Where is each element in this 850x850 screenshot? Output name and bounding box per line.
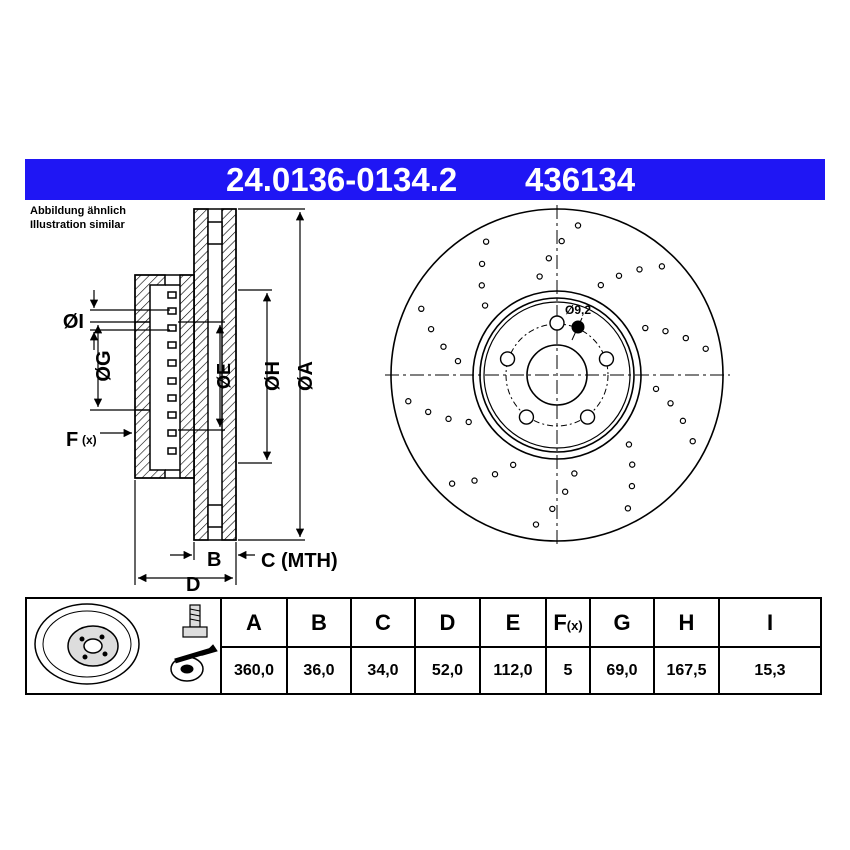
disc-cross-section	[134, 208, 237, 541]
drill-hole	[667, 400, 674, 407]
drill-hole	[448, 480, 456, 487]
drill-hole	[532, 521, 540, 528]
title-bar: 24.0136-0134.2 436134	[25, 159, 825, 200]
drill-hole	[636, 266, 643, 273]
dimension-lines	[89, 208, 305, 585]
drill-hole	[405, 398, 412, 405]
drill-hole	[625, 441, 633, 448]
drill-hole	[615, 272, 623, 279]
bolt-hole	[518, 409, 535, 425]
drill-hole	[481, 302, 489, 309]
drill-hole	[424, 408, 432, 416]
drill-hole	[679, 417, 687, 425]
label-dim-h: ØH	[262, 361, 284, 391]
label-dim-d: D	[186, 574, 200, 595]
drill-hole	[624, 505, 632, 512]
label-dim-f: F	[66, 429, 78, 451]
bolt-icon	[182, 604, 208, 638]
drill-hole	[465, 418, 472, 426]
label-dim-i: ØI	[63, 311, 84, 333]
part-number: 24.0136-0134.2	[226, 161, 458, 198]
value-f: 5	[545, 646, 591, 695]
drill-hole	[536, 273, 543, 280]
drill-hole	[597, 281, 605, 289]
label-dim-a: ØA	[295, 361, 317, 391]
drill-hole	[629, 461, 636, 468]
specification-table: A B C D E F(x) G H I 360,0 36,0 34,0 52,…	[25, 596, 822, 695]
drill-hole	[574, 222, 582, 229]
drill-hole	[658, 263, 666, 270]
drill-hole	[642, 324, 649, 332]
bolt-hole	[579, 409, 596, 425]
drill-hole	[478, 260, 486, 268]
drill-hole	[702, 345, 709, 352]
header-e: E	[479, 596, 547, 649]
technical-drawing: ØI ØG ØE ØH ØA F (x) B C (MTH) D Ø9,2	[63, 205, 730, 595]
value-i: 15,3	[718, 646, 822, 695]
drill-hole	[491, 471, 499, 478]
note-english: Illustration similar	[30, 219, 125, 231]
torque-wrench-icon	[170, 644, 218, 682]
value-h: 167,5	[653, 646, 720, 695]
drill-hole	[558, 237, 565, 245]
header-f: F(x)	[545, 596, 591, 649]
header-b: B	[286, 596, 352, 649]
drill-hole	[454, 357, 462, 365]
value-g: 69,0	[589, 646, 655, 695]
drill-hole	[571, 470, 578, 477]
value-c: 34,0	[350, 646, 416, 695]
pictograms	[34, 603, 218, 685]
drill-hole	[482, 238, 490, 245]
drill-hole	[427, 325, 435, 333]
label-hole-diameter: Ø9,2	[565, 303, 591, 317]
header-f-sub: (x)	[566, 617, 583, 633]
drill-hole	[662, 327, 669, 335]
drill-hole	[561, 488, 569, 495]
header-f-letter: F	[553, 609, 567, 635]
drill-hole	[545, 255, 553, 262]
header-g: G	[589, 596, 655, 649]
bolt-hole	[499, 351, 516, 367]
value-a: 360,0	[220, 646, 288, 695]
drill-hole	[418, 305, 425, 313]
drill-hole	[509, 461, 517, 469]
drill-hole	[471, 477, 478, 484]
value-e: 112,0	[479, 646, 547, 695]
value-d: 52,0	[414, 646, 481, 695]
dimension-labels: ØI ØG ØE ØH ØA F (x) B C (MTH) D	[63, 311, 338, 595]
note-german: Abbildung ähnlich	[30, 205, 126, 217]
table-pictogram-cell	[25, 597, 222, 695]
drill-hole	[652, 385, 660, 393]
label-dim-f-sub: (x)	[82, 433, 97, 447]
label-dim-e: ØE	[214, 363, 234, 389]
header-a: A	[220, 596, 288, 649]
drill-hole	[549, 505, 556, 513]
disc-front-view	[385, 205, 730, 548]
value-b: 36,0	[286, 646, 352, 695]
header-i: I	[718, 596, 822, 649]
label-dim-b: B	[207, 549, 221, 571]
label-dim-c: C (MTH)	[261, 550, 338, 572]
illustration-note: Abbildung ähnlich Illustration similar	[30, 204, 126, 232]
header-h: H	[653, 596, 720, 649]
reference-number: 436134	[525, 161, 636, 198]
label-dim-g: ØG	[93, 350, 115, 381]
drill-hole	[445, 415, 452, 423]
header-c: C	[350, 596, 416, 649]
drill-hole	[689, 437, 696, 445]
drill-hole	[628, 482, 636, 490]
drill-hole	[682, 334, 690, 342]
header-d: D	[414, 596, 481, 649]
bolt-hole	[598, 351, 615, 367]
drill-hole	[478, 282, 485, 289]
bolt-hole	[549, 315, 565, 331]
brake-disc-icon	[34, 603, 140, 685]
drill-hole	[440, 343, 447, 350]
